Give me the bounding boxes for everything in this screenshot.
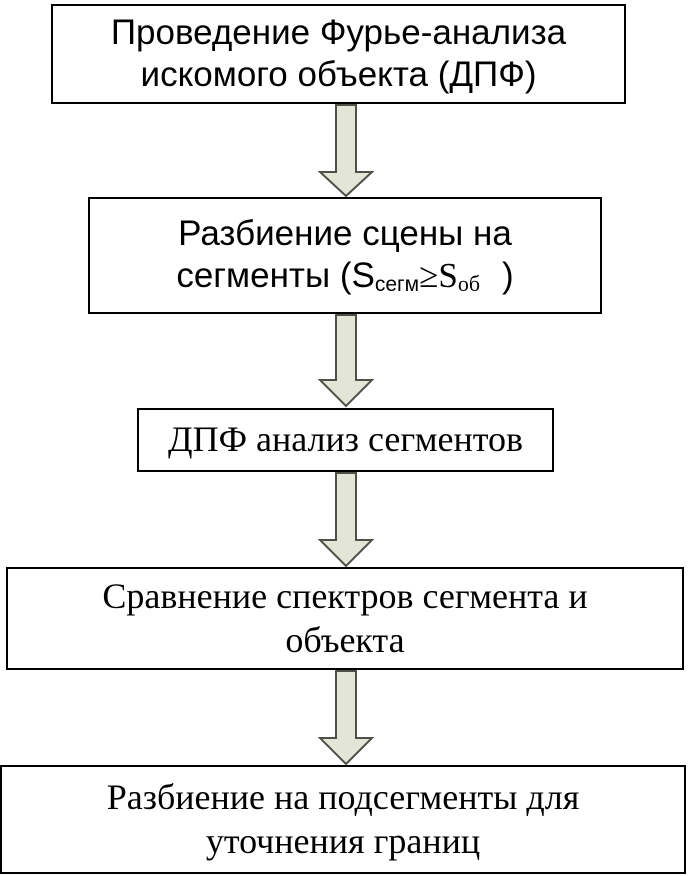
step-1-line-1: Проведение Фурье-анализа — [110, 13, 567, 52]
s-ob-subscript: об — [457, 271, 481, 297]
step-4-box: Сравнение спектров сегмента и объекта — [6, 567, 684, 670]
step-2-prefix: сегменты ( — [176, 256, 352, 296]
step-4-line-2: объекта — [285, 619, 405, 660]
s-segm-subscript: сегм — [374, 273, 420, 297]
s-ob-symbol: S — [438, 256, 458, 296]
step-1-box: Проведение Фурье-анализа искомого объект… — [51, 4, 626, 104]
step-2-line-2: сегменты (Sсегм≥Sоб) — [176, 255, 513, 297]
step-5-line-1: Разбиение на подсегменты для — [106, 777, 580, 818]
step-1-line-2: искомого объекта (ДПФ) — [140, 55, 537, 94]
arrow-down-4 — [318, 670, 374, 766]
arrow-down-1 — [318, 104, 374, 198]
step-3-box: ДПФ анализ сегментов — [137, 408, 554, 472]
step-2-line-1: Разбиение сцены на — [178, 214, 512, 254]
relation-symbol: ≥ — [419, 256, 439, 296]
arrow-down-3 — [318, 472, 374, 568]
step-3-line-1: ДПФ анализ сегментов — [168, 419, 523, 460]
step-2-suffix: ) — [502, 256, 514, 296]
step-5-box: Разбиение на подсегменты для уточнения г… — [0, 765, 686, 874]
s-segm-symbol: S — [351, 256, 375, 296]
arrow-down-2 — [318, 314, 374, 408]
step-5-line-2: уточнения границ — [205, 820, 481, 861]
step-2-box: Разбиение сцены на сегменты (Sсегм≥Sоб) — [88, 197, 602, 314]
step-4-line-1: Сравнение спектров сегмента и — [102, 576, 588, 617]
